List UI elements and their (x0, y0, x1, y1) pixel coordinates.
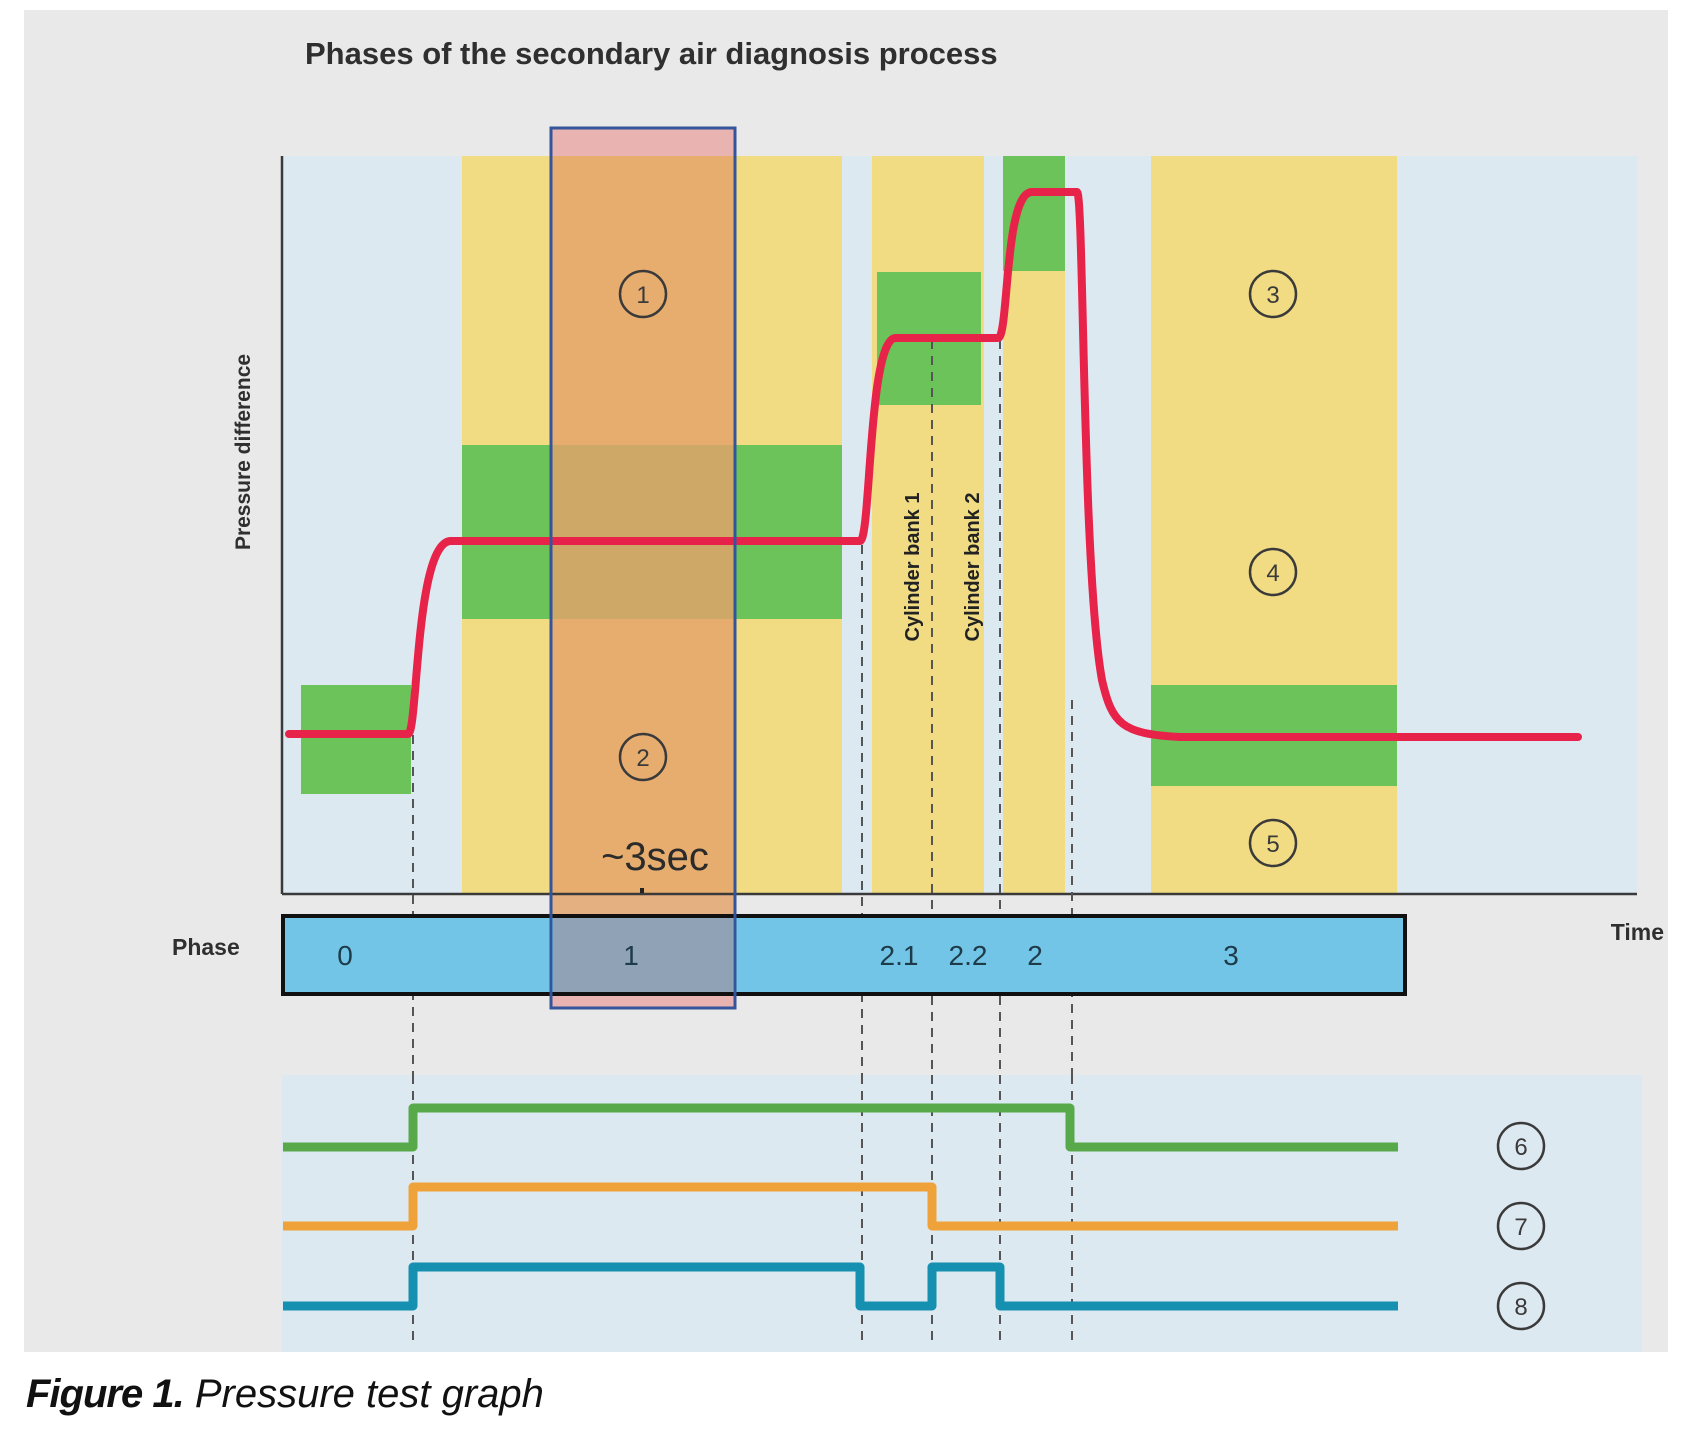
phase-labels: 0 1 2.1 2.2 2 3 (337, 940, 1239, 971)
marker-5-circle (1248, 818, 1298, 868)
signal-8-trace (283, 1262, 1398, 1311)
phase-label-0: 0 (337, 940, 353, 971)
duration-annotation: ~3sec (601, 835, 709, 879)
duration-tick (640, 888, 644, 893)
x-axis-label: Time (1611, 919, 1664, 945)
marker-3-circle (1248, 269, 1298, 319)
marker-2-circle (618, 732, 668, 782)
three-second-window-outline (549, 126, 737, 1010)
marker-7-circle (1496, 1201, 1546, 1251)
marker-4: 4 (1248, 547, 1298, 597)
marker-2: 2 (618, 732, 668, 782)
three-second-window (551, 128, 735, 1008)
marker-4-number: 4 (1266, 560, 1279, 587)
marker-1-number: 1 (636, 282, 649, 309)
marker-1: 1 (618, 269, 668, 319)
marker-2-number: 2 (636, 745, 649, 772)
marker-5: 5 (1248, 818, 1298, 868)
marker-3: 3 (1248, 269, 1298, 319)
phase-label-3: 3 (1223, 940, 1239, 971)
three-second-window-top-tint (551, 128, 735, 156)
y-axis-label: Pressure difference (232, 354, 255, 550)
marker-4-circle (1248, 547, 1298, 597)
signal-6-trace (283, 1103, 1398, 1152)
ok-band-phase-0 (301, 685, 411, 794)
marker-8-circle (1496, 1281, 1546, 1331)
diagram-title: Phases of the secondary air diagnosis pr… (305, 36, 998, 71)
cylinder-bank-1-label: Cylinder bank 1 (902, 493, 924, 642)
marker-7-number: 7 (1514, 1214, 1527, 1241)
cylinder-bank-2-label: Cylinder bank 2 (962, 493, 984, 642)
signal-area (282, 1075, 1642, 1352)
marker-6-number: 6 (1514, 1134, 1527, 1161)
marker-6-circle (1496, 1121, 1546, 1171)
marker-8-number: 8 (1514, 1294, 1527, 1321)
phase-label-2: 2 (1027, 940, 1043, 971)
marker-1-circle (618, 269, 668, 319)
marker-6: 6 (1496, 1121, 1546, 1171)
marker-5-number: 5 (1266, 831, 1279, 858)
phase-bar (281, 914, 1407, 996)
phase-label-1: 1 (623, 940, 639, 971)
figure-caption: Figure 1. Pressure test graph (26, 1372, 544, 1417)
phase-row-label: Phase (172, 934, 240, 960)
phase-label-2-1: 2.1 (880, 940, 919, 971)
caption-lead: Figure 1. (26, 1372, 185, 1416)
tolerance-column-phase-2 (1003, 156, 1065, 893)
phase-bar-highlight (553, 918, 733, 992)
caption-text: Pressure test graph (194, 1372, 544, 1416)
marker-3-number: 3 (1266, 282, 1279, 309)
pressure-curve (285, 188, 1582, 741)
phase-label-2-2: 2.2 (949, 940, 988, 971)
signal-7-trace (283, 1182, 1398, 1231)
marker-8: 8 (1496, 1281, 1546, 1331)
marker-7: 7 (1496, 1201, 1546, 1251)
